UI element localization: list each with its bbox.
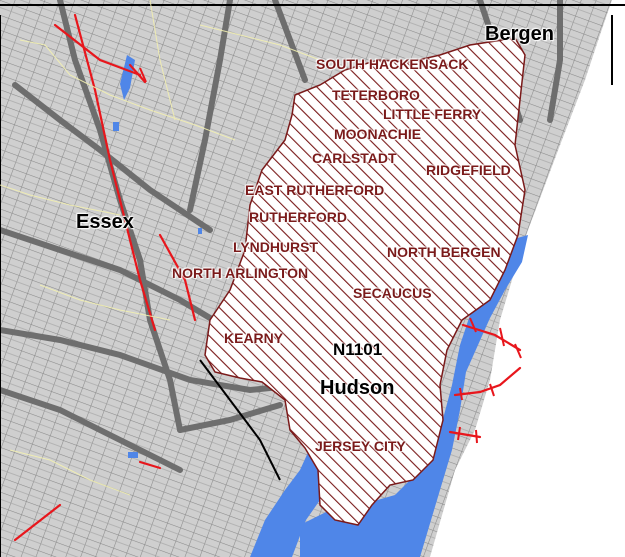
pond-1 xyxy=(113,122,119,131)
county-lines xyxy=(0,4,625,557)
muni-label-rutherford: RUTHERFORD xyxy=(249,209,347,225)
hudson-zone xyxy=(204,37,526,526)
muni-label-north-arlington: NORTH ARLINGTON xyxy=(172,265,309,281)
county-label-bergen: Bergen xyxy=(485,23,554,45)
muni-label-lyndhurst: LYNDHURST xyxy=(233,239,319,255)
upper-bay-water xyxy=(250,448,322,557)
muni-label-carlstadt: CARLSTADT xyxy=(312,150,397,166)
muni-label-little-ferry: LITTLE FERRY xyxy=(383,106,482,122)
rail-ticks xyxy=(139,67,522,444)
county-label-essex: Essex xyxy=(76,211,134,233)
muni-label-north-bergen: NORTH BERGEN xyxy=(387,244,501,260)
zone-code-label: N1101 xyxy=(333,340,383,359)
rail-lines xyxy=(13,13,522,542)
muni-label-south-hackensack: SOUTH HACKENSACK xyxy=(316,56,469,72)
county-label-hudson: Hudson xyxy=(320,377,395,399)
highways xyxy=(0,0,563,473)
muni-label-moonachie: MOONACHIE xyxy=(334,126,422,142)
muni-label-teterboro: TETERBORO xyxy=(332,87,420,103)
empty-area xyxy=(430,0,625,557)
muni-label-jersey-city: JERSEY CITY xyxy=(315,438,406,454)
pond-3 xyxy=(128,452,138,458)
muni-label-east-rutherford: EAST RUTHERFORD xyxy=(245,182,385,198)
muni-label-kearny: KEARNY xyxy=(224,330,284,346)
muni-label-secaucus: SECAUCUS xyxy=(353,285,432,301)
pond-2 xyxy=(198,228,202,234)
hudson-river xyxy=(300,235,528,557)
muni-label-ridgefield: RIDGEFIELD xyxy=(426,162,511,178)
municipal-roads xyxy=(0,0,321,496)
